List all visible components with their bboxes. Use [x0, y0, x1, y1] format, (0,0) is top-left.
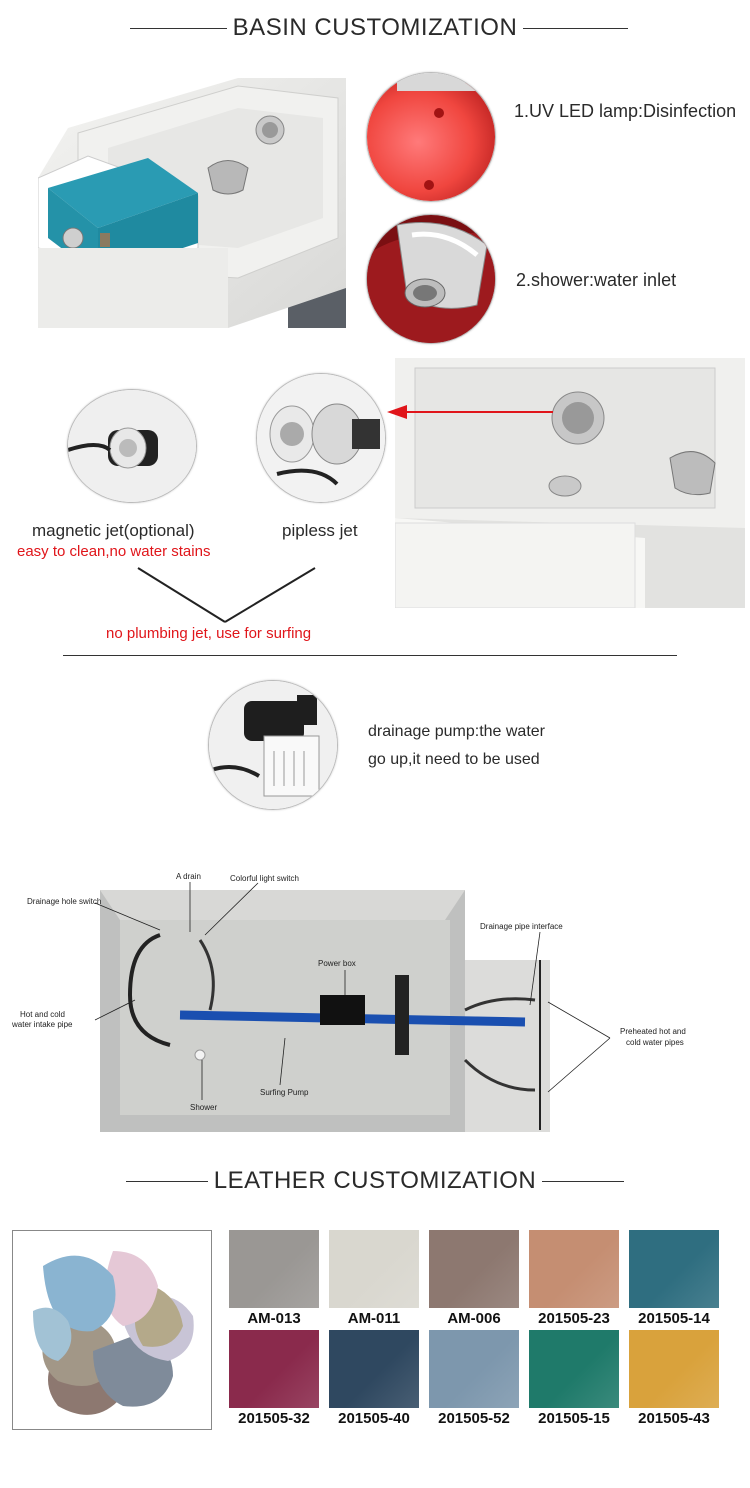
- label-preheated-2: cold water pipes: [626, 1038, 684, 1047]
- magnetic-jet-photo: [67, 389, 197, 503]
- swatch-code: 201505-23: [538, 1310, 610, 1327]
- swatch-201505-14[interactable]: [629, 1230, 719, 1308]
- label-light-switch: Colorful light switch: [230, 874, 299, 883]
- swatch-code: AM-013: [247, 1310, 301, 1327]
- drainage-pump-photo: [208, 680, 338, 810]
- label-a-drain: A drain: [176, 872, 201, 881]
- pipless-jet-photo: [256, 373, 386, 503]
- divider: [63, 655, 677, 656]
- basin-interior-photo: [395, 358, 745, 608]
- label-hot-cold-2: water intake pipe: [12, 1020, 73, 1029]
- swatch-201505-23[interactable]: [529, 1230, 619, 1308]
- swatch-am-011[interactable]: [329, 1230, 419, 1308]
- swatch-code: 201505-15: [538, 1410, 610, 1427]
- swatch-201505-32[interactable]: [229, 1330, 319, 1408]
- label-hot-cold-1: Hot and cold: [20, 1010, 65, 1019]
- pipless-jet-label: pipless jet: [282, 521, 358, 540]
- swatch-code: 201505-43: [638, 1410, 710, 1427]
- swatch-201505-52[interactable]: [429, 1330, 519, 1408]
- magnetic-jet-label: magnetic jet(optional): [32, 521, 195, 540]
- drainage-pump-line1: drainage pump:the water: [368, 723, 545, 740]
- leather-section-title: LEATHER CUSTOMIZATION: [0, 1167, 750, 1195]
- drainage-pump-line2: go up,it need to be used: [368, 751, 540, 768]
- swatch-code: 201505-52: [438, 1410, 510, 1427]
- swatch-code: 201505-40: [338, 1410, 410, 1427]
- shower-label: 2.shower:water inlet: [516, 270, 677, 290]
- swatch-201505-15[interactable]: [529, 1330, 619, 1408]
- shower-photo: [366, 214, 496, 344]
- label-power-box: Power box: [318, 959, 356, 968]
- swatch-201505-40[interactable]: [329, 1330, 419, 1408]
- leather-sample-photo: [12, 1230, 212, 1430]
- uv-led-photo: [366, 72, 496, 202]
- uv-led-label: 1.UV LED lamp:Disinfection: [514, 101, 737, 121]
- red-arrow-icon: [387, 405, 553, 419]
- swatch-code: AM-011: [347, 1310, 401, 1327]
- swatch-am-013[interactable]: [229, 1230, 319, 1308]
- label-drain-pipe: Drainage pipe interface: [480, 922, 563, 931]
- swatch-code: 201505-14: [638, 1310, 710, 1327]
- swatch-am-006[interactable]: [429, 1230, 519, 1308]
- jet-shared-note: no plumbing jet, use for surfing: [106, 625, 312, 642]
- plumbing-diagram: A drain Colorful light switch Drainage h…: [0, 860, 750, 1160]
- label-shower: Shower: [190, 1103, 218, 1112]
- connector-lines: [137, 567, 316, 623]
- label-drain-hole: Drainage hole switch: [27, 897, 102, 906]
- basin-section-title: BASIN CUSTOMIZATION: [0, 14, 750, 42]
- magnetic-jet-note: easy to clean,no water stains: [17, 543, 211, 560]
- label-preheated-1: Preheated hot and: [620, 1027, 686, 1036]
- leather-rule-left: [126, 1181, 220, 1182]
- swatch-code: AM-006: [447, 1310, 501, 1327]
- swatch-201505-43[interactable]: [629, 1330, 719, 1408]
- swatch-code: 201505-32: [238, 1410, 310, 1427]
- label-surfing-pump: Surfing Pump: [260, 1088, 309, 1097]
- basin-photo: [38, 78, 346, 328]
- leather-rule-right: [532, 1181, 624, 1182]
- title-rule-right: [518, 28, 628, 29]
- title-rule-left: [130, 28, 242, 29]
